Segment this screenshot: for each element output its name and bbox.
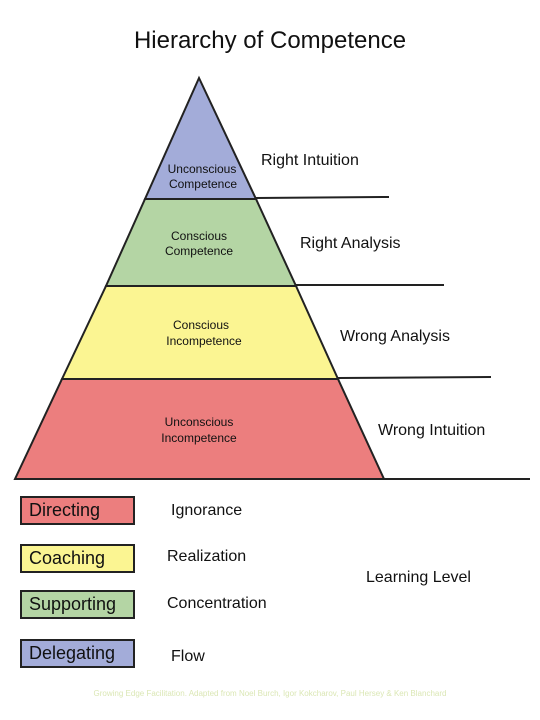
- tier-3-label: Wrong Analysis: [340, 328, 450, 345]
- tier-1-text-line1: Unconscious: [168, 162, 237, 176]
- tier-1-text-line2: Competence: [169, 177, 237, 191]
- legend-description-concentration: Concentration: [167, 595, 267, 612]
- tier-1-divider-line: [255, 196, 390, 199]
- pyramid-tier-unconscious-incompetence: [13, 378, 386, 480]
- legend-description-flow: Flow: [171, 648, 205, 665]
- diagram-title: Hierarchy of Competence: [133, 27, 407, 54]
- attribution-footer: Growing Edge Facilitation. Adapted from …: [93, 689, 447, 698]
- tier-1-label: Right Intuition: [261, 152, 359, 169]
- tier-2-label: Right Analysis: [300, 235, 401, 252]
- pyramid-tier-conscious-incompetence: [60, 285, 340, 380]
- tier-4-text-line2: Incompetence: [161, 431, 237, 445]
- tier-2-text-line1: Conscious: [171, 229, 227, 243]
- legend-description-realization: Realization: [167, 548, 247, 565]
- legend-box-coaching: Coaching: [20, 544, 135, 573]
- legend-box-delegating: Delegating: [20, 639, 135, 668]
- tier-3-text-line1: Conscious: [173, 318, 229, 332]
- legend-box-directing: Directing: [20, 496, 135, 525]
- tier-2-text-line2: Competence: [165, 244, 233, 258]
- legend-description-ignorance: Ignorance: [171, 502, 243, 519]
- learning-level-label: Learning Level: [366, 569, 471, 586]
- tier-3-divider-line: [337, 376, 492, 379]
- tier-4-label: Wrong Intuition: [378, 422, 485, 439]
- tier-3-text-line2: Incompetence: [166, 334, 242, 348]
- tier-4-text-line1: Unconscious: [165, 415, 234, 429]
- legend-box-supporting: Supporting: [20, 590, 135, 619]
